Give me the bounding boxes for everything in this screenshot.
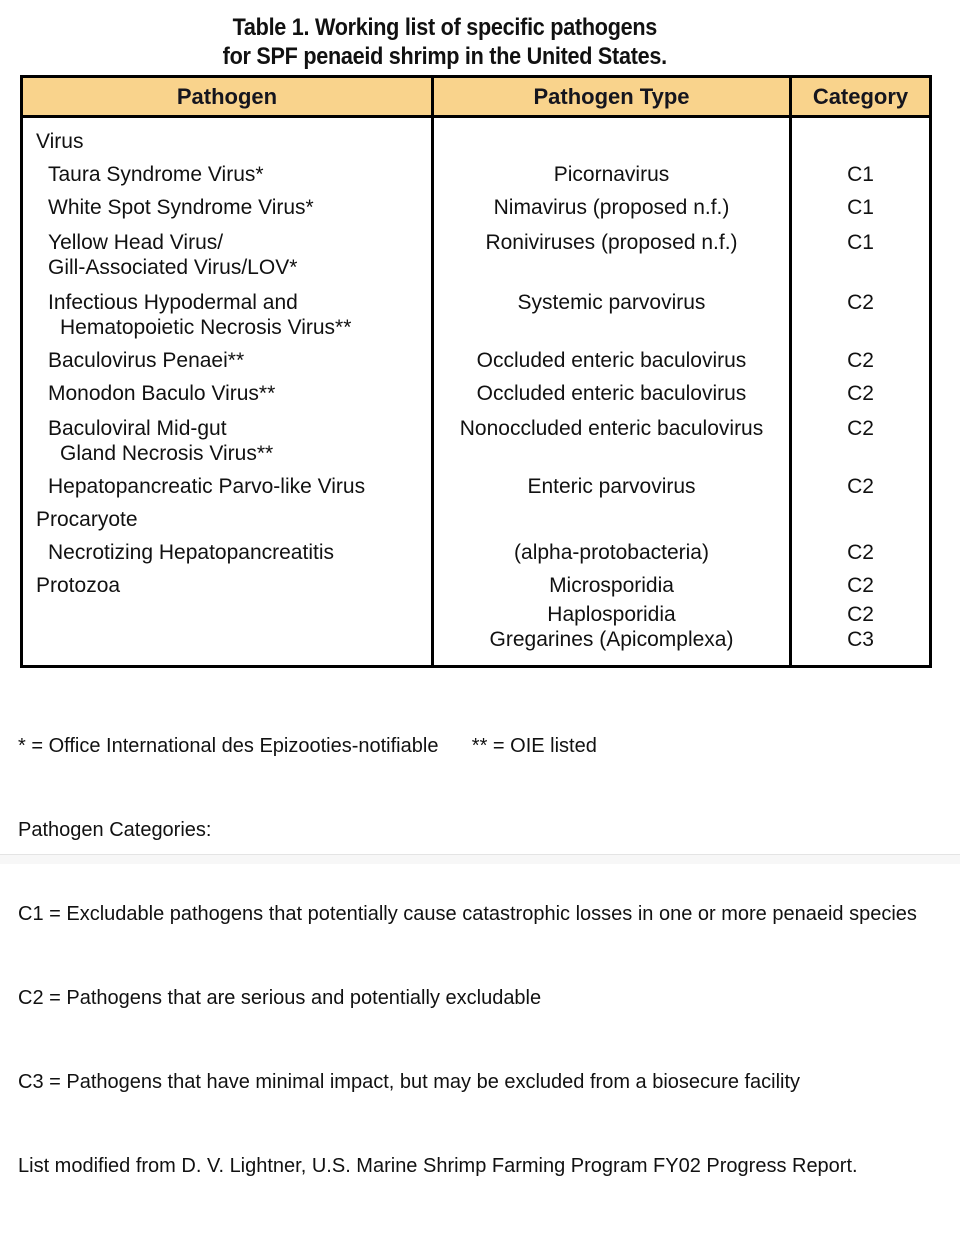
pathogen-name: Necrotizing Hepatopancreatitis [48,541,334,564]
pathogen-group-label: Procaryote [36,508,138,531]
pathogen-name: Baculovirus Penaei** [48,349,245,372]
footnote-source: List modified from D. V. Lightner, U.S. … [18,1155,858,1177]
category-cell: C2 [789,410,929,470]
pathogen-name: Gill-Associated Virus/LOV* [48,256,298,279]
category-cell: C2 [789,284,929,344]
pathogen-cell: Yellow Head Virus/Gill-Associated Virus/… [23,224,431,284]
pathogen-cell: Hepatopancreatic Parvo-like Virus [23,470,431,503]
category-cell: C1 [789,158,929,191]
table-row: Necrotizing Hepatopancreatitis (alpha-pro… [23,536,929,569]
table-row-padding [23,118,929,125]
table-header-row: Pathogen Pathogen Type Category [23,78,929,118]
type-cell: (alpha-protobacteria) [431,536,789,569]
type-cell: Picornavirus [431,158,789,191]
category-cell [789,125,929,158]
pathogen-cell [23,627,431,652]
pathogen-cell: Taura Syndrome Virus* [23,158,431,191]
table-row: Gregarines (Apicomplexa)C3 [23,627,929,652]
type-cell: Systemic parvovirus [431,284,789,344]
pathogen-name: Monodon Baculo Virus** [48,382,276,405]
table-row: White Spot Syndrome Virus* Nimavirus (pro… [23,191,929,224]
header-cell-pathogen-type: Pathogen Type [431,78,789,115]
category-cell: C1 [789,224,929,284]
pathogen-group-label: Protozoa [36,574,121,597]
type-cell: Enteric parvovirus [431,470,789,503]
type-cell: Gregarines (Apicomplexa) [431,627,789,652]
footnote-oie: * = Office International des Epizooties-… [18,735,597,757]
table-row: Yellow Head Virus/Gill-Associated Virus/… [23,224,929,284]
category-cell: C2 [789,377,929,410]
pathogen-name: Hepatopancreatic Parvo-like Virus [48,475,366,498]
category-cell: C3 [789,627,929,652]
footnote-c3: C3 = Pathogens that have minimal impact,… [18,1071,801,1093]
pathogen-name: Baculoviral Mid-gut [48,417,227,440]
type-cell: Roniviruses (proposed n.f.) [431,224,789,284]
pathogen-cell: Procaryote [23,503,431,536]
type-cell: Nonoccluded enteric baculovirus [431,410,789,470]
table-title-line2: for SPF penaeid shrimp in the United Sta… [222,43,668,70]
pathogen-cell: Monodon Baculo Virus** [23,377,431,410]
bottom-divider [0,854,960,864]
category-cell: C2 [789,470,929,503]
pathogen-name: Yellow Head Virus/ [48,231,224,254]
pathogen-name: White Spot Syndrome Virus* [48,196,314,219]
type-cell: Occluded enteric baculovirus [431,344,789,377]
pathogen-cell: White Spot Syndrome Virus* [23,191,431,224]
pathogen-name: Infectious Hypodermal and [48,291,298,314]
pathogen-group-label: Virus [36,130,84,153]
category-cell [789,503,929,536]
table-title-line1: Table 1. Working list of specific pathog… [232,14,658,41]
category-cell: C1 [789,191,929,224]
footnote-categories: Pathogen Categories: [18,819,212,841]
pathogen-name: Taura Syndrome Virus* [48,163,264,186]
footnotes: * = Office International des Epizooties-… [0,676,960,1236]
type-cell: Microsporidia [431,569,789,602]
table-row: Baculovirus Penaei** Occluded enteric bac… [23,344,929,377]
table-row: Hepatopancreatic Parvo-like Virus Enteric… [23,470,929,503]
category-cell: C2 [789,536,929,569]
footnote-c2: C2 = Pathogens that are serious and pote… [18,987,542,1009]
type-cell: Nimavirus (proposed n.f.) [431,191,789,224]
pathogen-cell: Protozoa [23,569,431,602]
category-cell: C2 [789,602,929,627]
table-row: Procaryote [23,503,929,536]
pathogen-cell: Virus [23,125,431,158]
header-cell-category: Category [789,78,929,115]
type-cell: Occluded enteric baculovirus [431,377,789,410]
category-cell: C2 [789,569,929,602]
category-cell: C2 [789,344,929,377]
table-row: Virus [23,125,929,158]
table-row: Monodon Baculo Virus** Occluded enteric b… [23,377,929,410]
header-cell-pathogen: Pathogen [176,84,278,109]
page: Table 1. Working list of specific pathog… [0,13,960,1177]
pathogen-cell [23,602,431,627]
table-title: Table 1. Working list of specific pathog… [0,13,960,71]
pathogen-name: Hematopoietic Necrosis Virus** [60,316,352,339]
type-cell [431,125,789,158]
type-cell: Haplosporidia [431,602,789,627]
pathogen-cell: Baculovirus Penaei** [23,344,431,377]
pathogen-cell: Necrotizing Hepatopancreatitis [23,536,431,569]
footnote-c1: C1 = Excludable pathogens that potential… [18,903,917,925]
table-row-padding [23,652,929,665]
pathogen-name: Gland Necrosis Virus** [60,442,274,465]
type-cell [431,503,789,536]
